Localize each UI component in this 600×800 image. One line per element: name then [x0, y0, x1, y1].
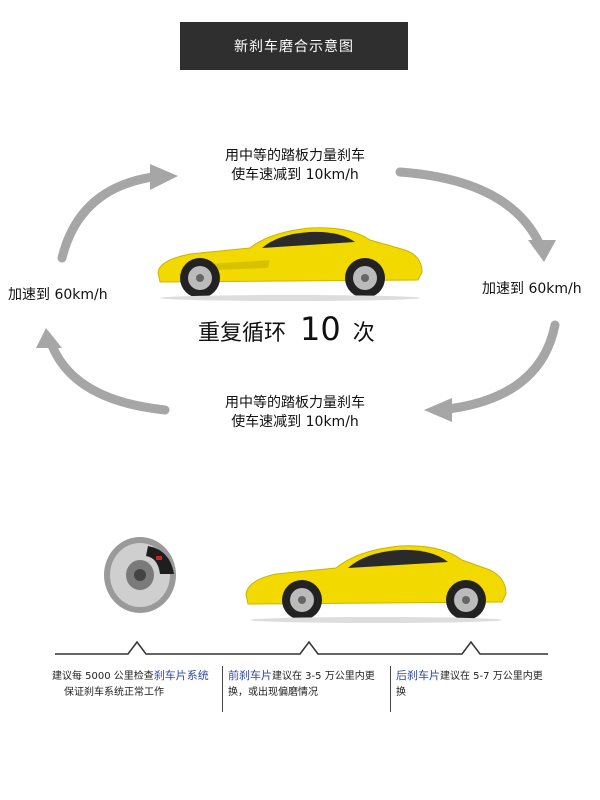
step-top-line2: 使车速减到 10km/h: [231, 167, 359, 183]
repeat-prefix: 重复循环: [198, 321, 287, 346]
step-bottom-text: 用中等的踏板力量刹车 使车速减到 10km/h: [190, 394, 400, 432]
note3-line2: 换: [396, 687, 406, 698]
note2-line2: 换，或出现偏磨情况: [228, 687, 318, 698]
repeat-count: 10: [300, 310, 341, 348]
diagram-title: 新刹车磨合示意图: [180, 22, 408, 70]
note2-post: 建议在 3-5 万公里内更: [272, 671, 375, 682]
cycle-arrow-top-right: [395, 167, 545, 250]
step-bottom-line2: 使车速减到 10km/h: [231, 414, 359, 430]
cycle-arrow-bottom-right: [435, 320, 560, 415]
accel-right-text: 加速到 60km/h: [482, 281, 582, 297]
note-inspection: 建议每 5000 公里检查刹车片系统 保证刹车系统正常工作: [52, 668, 222, 701]
note1-line2: 保证刹车系统正常工作: [64, 687, 164, 698]
note-front-pads: 前刹车片建议在 3-5 万公里内更 换，或出现偏磨情况: [228, 668, 388, 701]
timeline: [55, 640, 548, 655]
step-top-text: 用中等的踏板力量刹车 使车速减到 10km/h: [190, 147, 400, 185]
separator: [222, 666, 223, 712]
arrowhead-bottom-right: [424, 398, 452, 422]
arrowhead-bottom-left: [36, 328, 62, 348]
arrowhead-top-right: [528, 240, 556, 262]
repeat-cycle-text: 重复循环 10 次: [198, 310, 375, 348]
note3-highlight: 后刹车片: [396, 669, 440, 682]
cycle-arrow-bottom-left: [45, 335, 170, 415]
cycle-arrow-top-left: [57, 171, 165, 263]
arrowhead-top-left: [150, 164, 178, 190]
car-image-bottom: [245, 545, 507, 623]
step-top-line1: 用中等的踏板力量刹车: [225, 148, 365, 164]
repeat-suffix: 次: [352, 321, 375, 346]
note-rear-pads: 后刹车片建议在 5-7 万公里内更 换: [396, 668, 556, 701]
note1-highlight: 刹车片系统: [153, 669, 209, 682]
note1-pre: 建议每 5000 公里检查: [52, 671, 154, 682]
accel-left-text: 加速到 60km/h: [8, 287, 108, 303]
step-bottom-line1: 用中等的踏板力量刹车: [225, 395, 365, 411]
note3-post: 建议在 5-7 万公里内更: [440, 671, 543, 682]
note2-highlight: 前刹车片: [228, 669, 272, 682]
separator: [390, 666, 391, 712]
car-image: [157, 227, 423, 301]
brake-disc-image: [104, 537, 176, 613]
